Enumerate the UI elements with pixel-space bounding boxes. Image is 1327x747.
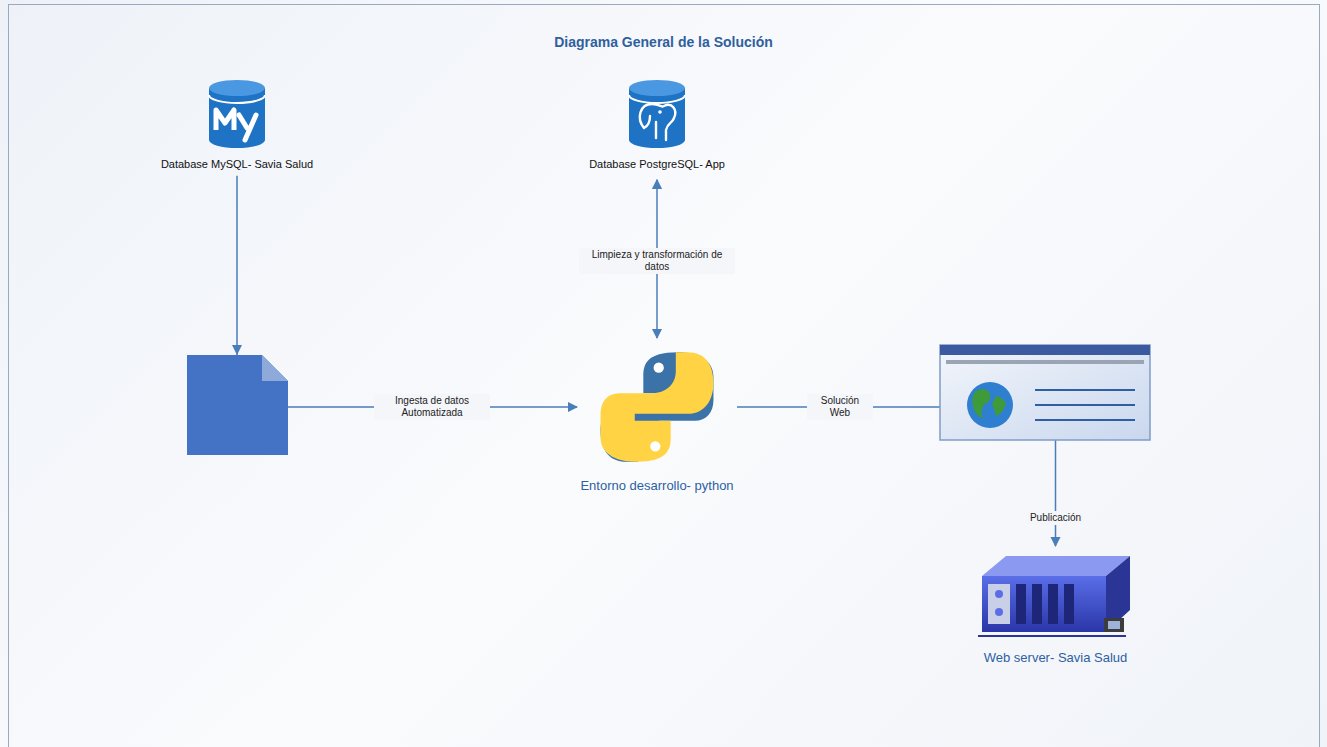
web-server-node: Web server- Savia Salud [968,548,1143,666]
node-label: Database PostgreSQL- App [572,158,742,172]
python-logo [592,342,722,472]
connector-label: Publicación [1027,511,1084,525]
web-page-icon [940,345,1150,440]
mysql-icon [206,78,268,152]
diagram-title: Diagrama General de la Solución [0,34,1327,50]
postgresql-icon [626,78,688,152]
node-label: Database MySQL- Savia Salud [152,158,322,172]
edge-label: Ingesta de datos Automatizada [374,394,490,420]
server-icon [976,548,1136,644]
edge-label: Solución Web [807,394,873,420]
database-node: Database MySQL- Savia Salud [152,78,322,172]
connector-arrow [237,176,577,407]
database-node: Database PostgreSQL- App [572,78,742,172]
node-label: Entorno desarrollo- python [577,478,737,494]
node-label: Web server- Savia Salud [968,650,1143,666]
edge-label: Limpieza y transformación de datos [579,248,735,274]
document-icon [187,345,288,455]
python-environment-node: Entorno desarrollo- python [577,342,737,494]
